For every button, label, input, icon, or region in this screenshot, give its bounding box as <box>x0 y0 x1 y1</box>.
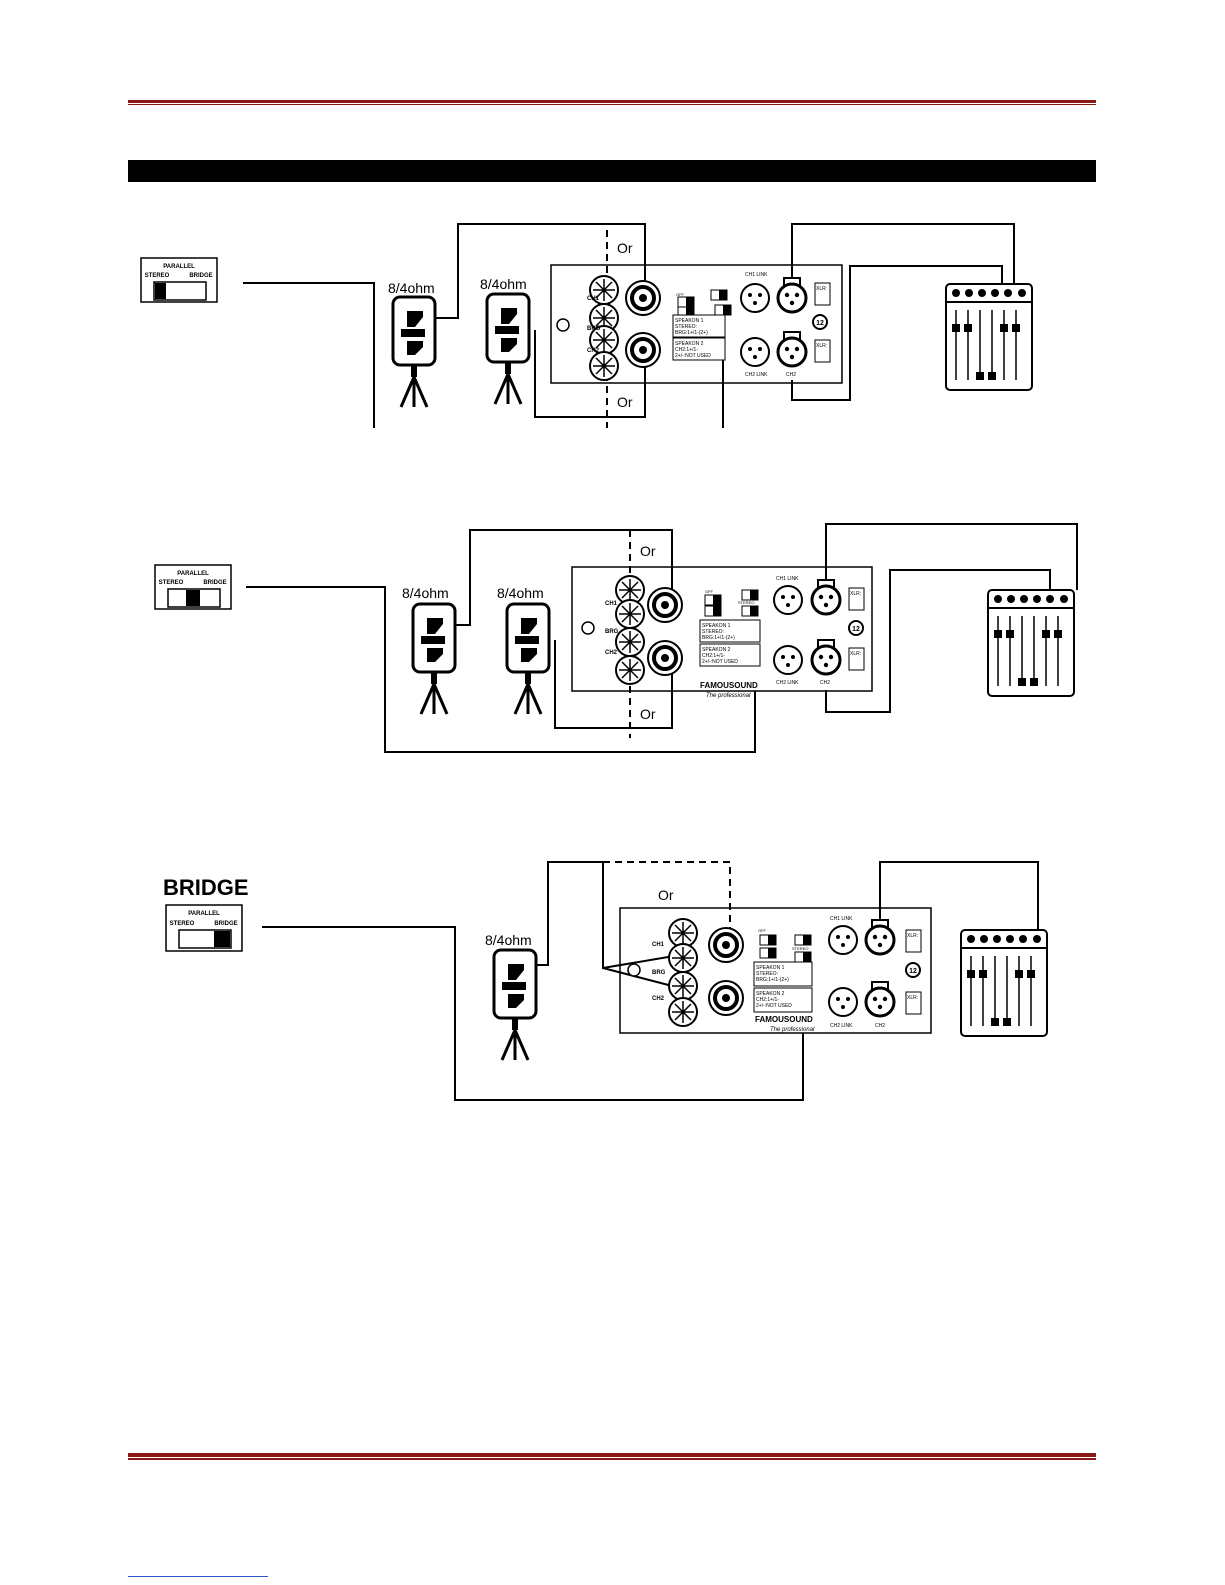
svg-text:XLR:: XLR: <box>850 591 861 597</box>
diagram-parallel-stereo: PARALLEL STEREO BRIDGE 8/4ohm 8/4ohm Or … <box>140 223 1033 428</box>
switch-left-label: STEREO <box>170 921 195 927</box>
svg-text:CH2: CH2 <box>786 372 796 378</box>
svg-text:SPEAKON 2: SPEAKON 2 <box>675 341 704 347</box>
svg-text:The professional: The professional <box>770 1027 815 1033</box>
svg-text:2+/-:NOT USED: 2+/-:NOT USED <box>702 659 738 665</box>
diagram-bridge: BRIDGE PARALLEL STEREO BRIDGE 8/4ohm Or … <box>163 861 1048 1101</box>
svg-text:OFF: OFF <box>758 928 767 933</box>
or-label: Or <box>617 240 633 256</box>
svg-text:CH1 LINK: CH1 LINK <box>830 916 853 922</box>
svg-text:CH2: CH2 <box>605 650 618 656</box>
svg-text:XLR:: XLR: <box>907 995 918 1001</box>
footer-link-underline[interactable] <box>128 1576 268 1577</box>
svg-text:CH2:1+/1-: CH2:1+/1- <box>675 347 698 353</box>
svg-text:12: 12 <box>909 968 917 975</box>
switch-left-label: STEREO <box>159 580 184 586</box>
svg-text:12: 12 <box>816 320 824 327</box>
svg-text:OFF: OFF <box>705 589 714 594</box>
switch-right-label: BRIDGE <box>203 580 226 586</box>
section-title-bar <box>128 160 1096 182</box>
mixer-console <box>960 929 1048 1037</box>
svg-text:2+/-:NOT USED: 2+/-:NOT USED <box>675 353 711 359</box>
svg-text:STEREO:: STEREO: <box>675 324 697 330</box>
switch-title: PARALLEL <box>163 264 195 270</box>
svg-text:SPEAKON 1: SPEAKON 1 <box>675 318 704 324</box>
brand-logo: FAMOUSOUND <box>700 681 758 690</box>
or-label: Or <box>640 543 656 559</box>
svg-text:CH1: CH1 <box>587 296 600 302</box>
switch-left-label: STEREO <box>145 273 170 279</box>
load-label: 8/4ohm <box>485 932 532 948</box>
svg-text:XLR:: XLR: <box>907 933 918 939</box>
svg-text:BRG:1+/1-(2+): BRG:1+/1-(2+) <box>756 977 789 983</box>
svg-text:CH2: CH2 <box>652 996 665 1002</box>
svg-text:XLR:: XLR: <box>816 286 827 292</box>
or-label: Or <box>617 394 633 410</box>
bridge-heading: BRIDGE <box>163 875 249 900</box>
svg-text:STEREO:: STEREO: <box>756 971 778 977</box>
parallel-switch: PARALLEL STEREO BRIDGE <box>165 904 243 952</box>
or-label: Or <box>658 887 674 903</box>
svg-text:CH1 LINK: CH1 LINK <box>776 576 799 582</box>
svg-text:CH2:1+/1-: CH2:1+/1- <box>702 653 725 659</box>
svg-text:STEREO: STEREO <box>738 600 754 605</box>
svg-text:12: 12 <box>852 626 860 633</box>
svg-text:OFF: OFF <box>676 292 685 297</box>
speaker-cabinet <box>485 292 531 406</box>
brand-logo: FAMOUSOUND <box>755 1015 813 1024</box>
svg-text:CH1 LINK: CH1 LINK <box>745 272 768 278</box>
svg-text:XLR:: XLR: <box>816 343 827 349</box>
svg-text:SPEAKON 2: SPEAKON 2 <box>756 991 785 997</box>
switch-title: PARALLEL <box>177 571 209 577</box>
svg-text:BRG: BRG <box>587 326 601 332</box>
speaker-cabinet <box>492 948 538 1062</box>
svg-text:The professional: The professional <box>706 693 751 699</box>
svg-text:BRG: BRG <box>652 970 666 976</box>
speaker-cabinet <box>411 602 457 716</box>
load-label: 8/4ohm <box>402 585 449 601</box>
mixer-console <box>987 589 1075 697</box>
svg-text:SPEAKON 1: SPEAKON 1 <box>756 965 785 971</box>
svg-text:CH2 LINK: CH2 LINK <box>830 1023 853 1029</box>
switch-title: PARALLEL <box>188 911 220 917</box>
svg-text:CH2: CH2 <box>875 1023 885 1029</box>
parallel-switch: PARALLEL STEREO BRIDGE <box>154 564 232 610</box>
svg-text:BRG: BRG <box>605 629 619 635</box>
svg-text:BRG:1+/1-(2+): BRG:1+/1-(2+) <box>702 635 735 641</box>
svg-text:STEREO: STEREO <box>792 946 808 951</box>
or-label: Or <box>640 706 656 722</box>
svg-text:CH2: CH2 <box>820 680 830 686</box>
svg-text:BRG:1+/1-(2+): BRG:1+/1-(2+) <box>675 330 708 336</box>
header-rule <box>128 100 1096 105</box>
speaker-cabinet <box>505 602 551 716</box>
parallel-switch: PARALLEL STEREO BRIDGE <box>140 257 218 303</box>
svg-text:CH2:1+/1-: CH2:1+/1- <box>756 997 779 1003</box>
svg-text:CH2: CH2 <box>587 348 600 354</box>
mixer-console <box>945 283 1033 391</box>
speaker-cabinet <box>391 295 437 409</box>
svg-text:CH2 LINK: CH2 LINK <box>776 680 799 686</box>
svg-text:XLR:: XLR: <box>850 651 861 657</box>
svg-text:CH1: CH1 <box>652 942 665 948</box>
diagram-parallel-mono: PARALLEL STEREO BRIDGE 8/4ohm 8/4ohm Or … <box>154 523 1078 753</box>
svg-text:SPEAKON 1: SPEAKON 1 <box>702 623 731 629</box>
footer-rule <box>128 1453 1096 1460</box>
load-label: 8/4ohm <box>388 280 435 296</box>
load-label: 8/4ohm <box>497 585 544 601</box>
svg-text:SPEAKON 2: SPEAKON 2 <box>702 647 731 653</box>
switch-right-label: BRIDGE <box>189 273 212 279</box>
svg-text:CH2 LINK: CH2 LINK <box>745 372 768 378</box>
load-label: 8/4ohm <box>480 276 527 292</box>
svg-text:2+/-:NOT USED: 2+/-:NOT USED <box>756 1003 792 1009</box>
svg-text:STEREO:: STEREO: <box>702 629 724 635</box>
svg-text:CH1: CH1 <box>605 601 618 607</box>
switch-right-label: BRIDGE <box>214 921 237 927</box>
